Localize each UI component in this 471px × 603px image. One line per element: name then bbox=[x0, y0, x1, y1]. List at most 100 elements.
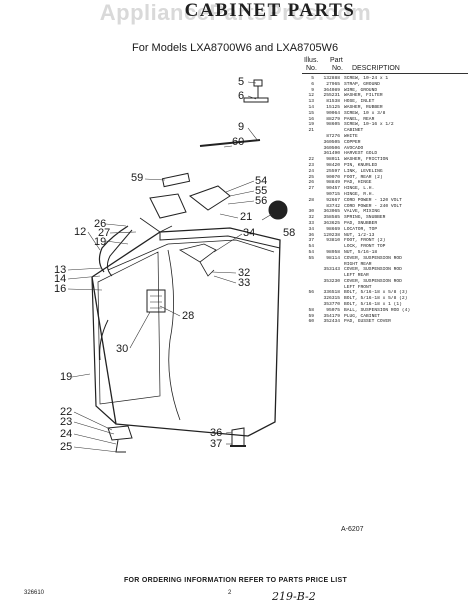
part-description: FOOT, REAR (2) bbox=[344, 174, 383, 180]
part-number: 353770 bbox=[323, 302, 340, 308]
part-illus-number: 25 bbox=[308, 174, 314, 180]
part-number: 354179 bbox=[323, 313, 340, 319]
part-description: COVER, SUSPENSION ROD bbox=[344, 278, 402, 284]
part-number: 132888 bbox=[323, 76, 340, 81]
part-illus-number: 26 bbox=[308, 180, 314, 186]
part-illus-number: 9 bbox=[311, 87, 314, 93]
part-illus-number: 15 bbox=[308, 110, 314, 116]
part-description: CORD POWER - 120 VOLT bbox=[344, 197, 402, 203]
callout-54: 54 bbox=[255, 175, 268, 187]
part-number: 83742 bbox=[326, 203, 340, 209]
page-number: 2 bbox=[228, 590, 232, 596]
part-description: BOLT, 5/16-18 x 5/8 (2) bbox=[344, 296, 408, 302]
part-description: LEFT FRONT bbox=[344, 284, 372, 290]
part-number: 90064 bbox=[326, 110, 340, 116]
part-description: NUT, 1/2-13 bbox=[344, 232, 375, 238]
part-illus-number: 12 bbox=[308, 93, 314, 99]
part-number: 15125 bbox=[326, 104, 340, 110]
part-number: 81538 bbox=[326, 99, 340, 105]
callout-25: 25 bbox=[60, 441, 73, 453]
part-illus-number: 60 bbox=[308, 319, 314, 325]
callout-14: 14 bbox=[54, 273, 67, 285]
part-description: CORD POWER - 240 VOLT bbox=[344, 203, 402, 209]
model-subtitle: For Models LXA8700W6 and LXA8705W6 bbox=[132, 42, 339, 54]
parts-row: 28 92667 CORD POWER - 120 VOLT bbox=[301, 198, 469, 204]
part-number: 92667 bbox=[326, 197, 340, 203]
part-description: WASHER, RUBBER bbox=[344, 104, 383, 110]
part-number: 90457 bbox=[326, 186, 340, 192]
callout-28: 28 bbox=[182, 310, 195, 322]
parts-row: 361490 HARVEST GOLD bbox=[301, 151, 469, 157]
part-description: SPRING, SNUBBER bbox=[344, 215, 386, 221]
part-number: 363625 bbox=[323, 220, 340, 226]
part-description: BOLT, 5/16-18 x 5/8 (3) bbox=[344, 290, 408, 296]
part-number: 90715 bbox=[326, 191, 340, 197]
part-description: PAD, HINGE bbox=[344, 180, 372, 186]
part-description: HARVEST GOLD bbox=[344, 151, 378, 157]
callout-5: 5 bbox=[238, 76, 245, 88]
callout-34: 34 bbox=[243, 227, 256, 239]
part-number: 93810 bbox=[326, 238, 340, 244]
parts-row: LEFT FRONT bbox=[301, 285, 469, 291]
part-number: 360506 bbox=[323, 145, 340, 151]
part-description: CABINET bbox=[344, 128, 364, 134]
part-number: 98669 bbox=[326, 226, 340, 232]
part-illus-number: 55 bbox=[308, 255, 314, 261]
part-illus-number: 21 bbox=[308, 128, 314, 134]
callout-22: 22 bbox=[60, 406, 73, 418]
part-illus-number: 27 bbox=[308, 186, 314, 192]
part-illus-number: 28 bbox=[308, 197, 314, 203]
part-description: RIGHT REAR bbox=[344, 261, 372, 267]
callout-13: 13 bbox=[54, 264, 67, 276]
part-number: 27965 bbox=[326, 81, 340, 87]
ordering-info-footer: FOR ORDERING INFORMATION REFER TO PARTS … bbox=[123, 577, 348, 584]
parts-row: 83742 CORD POWER - 240 VOLT bbox=[301, 204, 469, 210]
part-description: BALL, SUSPENSION ROD (4) bbox=[344, 307, 411, 313]
part-number: 363065 bbox=[323, 209, 340, 215]
handwritten-reference: 219-B-2 bbox=[272, 590, 316, 603]
part-description: NUT, 5/16-18 bbox=[344, 249, 378, 255]
part-number: 120238 bbox=[323, 232, 340, 238]
part-description: LINK, LEVELING bbox=[344, 168, 383, 174]
part-number: 358585 bbox=[323, 215, 340, 221]
part-number: 361490 bbox=[323, 151, 340, 157]
part-description: LEFT REAR bbox=[344, 273, 369, 279]
callout-30: 30 bbox=[116, 343, 129, 355]
page-title: CABINET PARTS bbox=[184, 0, 356, 21]
screw-5 bbox=[253, 79, 263, 98]
part-illus-number: 54 bbox=[308, 249, 314, 255]
part-description: WIRE, GROUND bbox=[344, 87, 378, 93]
part-number: 98114 bbox=[326, 255, 340, 261]
part-number: 336518 bbox=[323, 290, 340, 296]
top-locator bbox=[178, 243, 217, 263]
header-illus-2: No. bbox=[306, 65, 317, 72]
gusset-cover bbox=[188, 185, 231, 211]
suspension-ball bbox=[268, 200, 288, 220]
watermark-text: AppliancePartsPros.com bbox=[99, 0, 372, 25]
header-illus-1: Illus. bbox=[304, 57, 319, 64]
cabinet-plug bbox=[161, 172, 191, 188]
callout-9: 9 bbox=[238, 121, 245, 133]
cabinet-rim bbox=[107, 239, 275, 271]
part-description: WASHER, FILTER bbox=[344, 93, 383, 99]
callout-55: 55 bbox=[255, 185, 268, 197]
